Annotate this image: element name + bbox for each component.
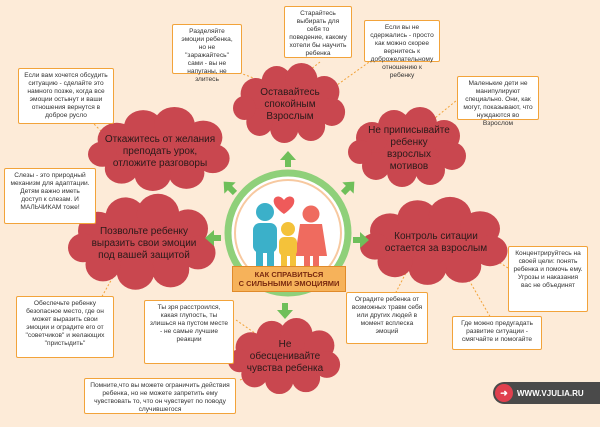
note-no-manipulation: Маленькие дети не манипулируют специальн…: [457, 76, 539, 127]
arrow-upright-icon: [340, 181, 355, 196]
note-protect-injury: Оградите ребенка от возможных травм себя…: [346, 292, 428, 344]
note-focus-goal: Концентрируйтесь на своей цели: понять р…: [508, 246, 588, 312]
arrow-down-icon: [277, 303, 293, 319]
heart-icon: [273, 196, 295, 214]
note-share-emotions: Разделяйте эмоции ребенка, но не "заража…: [172, 24, 242, 83]
child-head: [281, 222, 295, 236]
father-head: [256, 203, 274, 221]
site-label: WWW.VJULIA.RU: [517, 388, 584, 398]
mother-head: [302, 205, 320, 223]
topic-calm: Оставайтесь спокойным Взрослым: [260, 87, 320, 122]
center-label: КАК СПРАВИТЬСЯ С СИЛЬНЫМИ ЭМОЦИЯМИ: [232, 266, 346, 292]
arrow-left-icon: [205, 230, 221, 246]
family-illustration: [253, 196, 327, 266]
topic-control: Контроль ситации остается за взрослым: [384, 231, 488, 254]
topic-motives: Не приписывайте ребенку взрослых мотивов: [368, 125, 450, 172]
topic-lesson: Откажитесь от желания преподать урок, от…: [104, 134, 216, 169]
topic-express: Позвольте ребенку выразить свои эмоции п…: [91, 226, 197, 261]
note-bad-reactions: Ты зря расстроился, какая глупость, ты з…: [144, 300, 234, 364]
note-safe-place: Обеспечьте ребенку безопасное место, где…: [16, 296, 114, 358]
center-label-text: КАК СПРАВИТЬСЯ С СИЛЬНЫМИ ЭМОЦИЯМИ: [238, 270, 340, 288]
note-limit-actions: Помните,что вы можете ограничить действи…: [84, 378, 236, 414]
topic-devalue: Не обесценивайте чувства ребенка: [246, 339, 324, 374]
note-tears: Слезы - это природный механизм для адапт…: [4, 168, 96, 224]
arrow-right-icon: ➜: [495, 384, 513, 402]
arrow-up-icon: [280, 151, 296, 167]
arrows: [205, 151, 369, 319]
note-return-kindness: Если вы не сдержались - просто как можно…: [364, 20, 440, 79]
note-behavior-model: Старайтесь выбирать для себя то поведени…: [284, 6, 352, 58]
arrow-upleft-icon: [223, 181, 238, 196]
arrow-right-icon: [353, 232, 369, 248]
note-anticipate: Где можно предугадать развитие ситуации …: [452, 316, 542, 350]
note-discuss-later: Если вам хочется обсудить ситуацию - сде…: [18, 68, 114, 124]
site-badge[interactable]: ➜ WWW.VJULIA.RU: [493, 382, 600, 404]
